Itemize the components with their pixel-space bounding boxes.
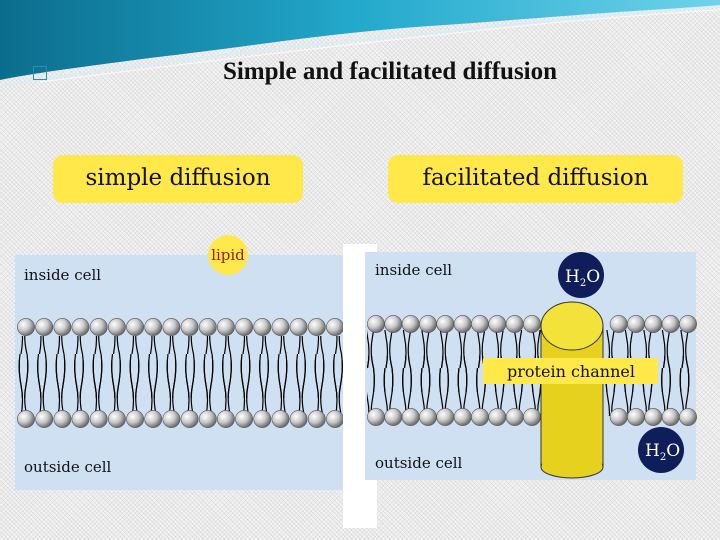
phospholipid-head <box>436 315 455 333</box>
phospholipid-head <box>289 410 308 428</box>
slide-title: Simple and facilitated diffusion <box>222 58 558 85</box>
phospholipid-head <box>162 410 181 428</box>
square-bullet-icon <box>33 66 47 80</box>
phospholipid-head <box>661 315 680 333</box>
membrane-heads-bottom <box>367 408 697 426</box>
phospholipid-head <box>180 410 199 428</box>
facilitated-diffusion-diagram: protein channel H2O H2O inside cell outs… <box>343 244 697 528</box>
phospholipid-head <box>89 318 108 336</box>
phospholipid-head <box>53 410 72 428</box>
phospholipid-head <box>144 410 163 428</box>
protein-channel-label-box <box>483 358 658 384</box>
phospholipid-head <box>384 408 403 426</box>
phospholipid-head <box>609 315 628 333</box>
phospholipid-head <box>644 408 663 426</box>
phospholipid-head <box>253 410 272 428</box>
phospholipid-head <box>679 315 697 333</box>
simple-diffusion-header: simple diffusion <box>53 155 303 203</box>
phospholipid-head <box>644 315 663 333</box>
phospholipid-head <box>235 318 254 336</box>
phospholipid-head <box>126 410 145 428</box>
outside-cell-label: outside cell <box>375 454 463 472</box>
phospholipid-head <box>108 318 126 336</box>
protein-channel-label: protein channel <box>507 362 635 381</box>
phospholipid-head <box>198 318 217 336</box>
phospholipid-head <box>401 408 420 426</box>
phospholipid-head <box>17 318 35 336</box>
phospholipid-head <box>271 410 290 428</box>
phospholipid-head <box>35 318 54 336</box>
phospholipid-head <box>436 408 455 426</box>
phospholipid-head <box>453 408 472 426</box>
phospholipid-head <box>401 315 420 333</box>
membrane-heads-top <box>17 318 344 336</box>
phospholipid-head <box>627 315 645 333</box>
wave-band <box>0 0 720 80</box>
phospholipid-head <box>609 408 628 426</box>
phospholipid-head <box>17 410 35 428</box>
outside-cell-label: outside cell <box>24 458 112 476</box>
phospholipid-head <box>216 410 235 428</box>
wave-line <box>39 9 720 83</box>
phospholipid-head <box>488 408 507 426</box>
phospholipid-head <box>71 318 90 336</box>
phospholipid-head <box>271 318 290 336</box>
phospholipid-head <box>679 408 697 426</box>
water-label-bottom: H2O <box>645 441 680 463</box>
membrane-heads-top <box>367 315 697 333</box>
water-molecule-top <box>558 252 604 298</box>
phospholipid-head <box>523 408 541 426</box>
phospholipid-head <box>35 410 54 428</box>
phospholipid-head <box>198 410 217 428</box>
water-label-top: H2O <box>565 267 600 289</box>
inside-cell-label: inside cell <box>375 261 452 279</box>
facilitated-diffusion-header: facilitated diffusion <box>388 155 683 203</box>
phospholipid-head <box>505 408 524 426</box>
lipid-tails-lower <box>17 360 343 420</box>
phospholipid-head <box>108 410 126 428</box>
lipid-label: lipid <box>211 246 245 264</box>
phospholipid-head <box>471 315 489 333</box>
phospholipid-head <box>627 408 645 426</box>
simple-diffusion-diagram: lipid inside cell outside cell <box>15 235 345 490</box>
water-molecule-bottom <box>638 427 684 473</box>
phospholipid-head <box>367 408 385 426</box>
phospholipid-head <box>216 318 235 336</box>
phospholipid-head <box>367 315 385 333</box>
phospholipid-head <box>162 318 181 336</box>
phospholipid-head <box>235 410 254 428</box>
phospholipid-head <box>71 410 90 428</box>
phospholipid-head <box>505 315 524 333</box>
phospholipid-head <box>523 315 541 333</box>
protein-channel <box>540 301 604 479</box>
phospholipid-head <box>488 315 507 333</box>
phospholipid-head <box>253 318 272 336</box>
lipid-molecule <box>208 235 248 275</box>
phospholipid-head <box>326 318 344 336</box>
phospholipid-head <box>453 315 472 333</box>
phospholipid-head <box>384 315 403 333</box>
phospholipid-head <box>180 318 199 336</box>
phospholipid-head <box>307 318 326 336</box>
phospholipid-head <box>419 315 437 333</box>
phospholipid-head <box>144 318 163 336</box>
phospholipid-head <box>89 410 108 428</box>
phospholipid-head <box>53 318 72 336</box>
phospholipid-head <box>126 318 145 336</box>
phospholipid-head <box>307 410 326 428</box>
phospholipid-head <box>661 408 680 426</box>
header-wave-banner <box>0 0 720 87</box>
phospholipid-head <box>326 410 344 428</box>
wave-highlight <box>0 5 720 87</box>
phospholipid-head <box>289 318 308 336</box>
membrane-heads-bottom <box>17 410 344 428</box>
phospholipid-head <box>471 408 489 426</box>
phospholipid-head <box>419 408 437 426</box>
inside-cell-label: inside cell <box>24 266 101 284</box>
